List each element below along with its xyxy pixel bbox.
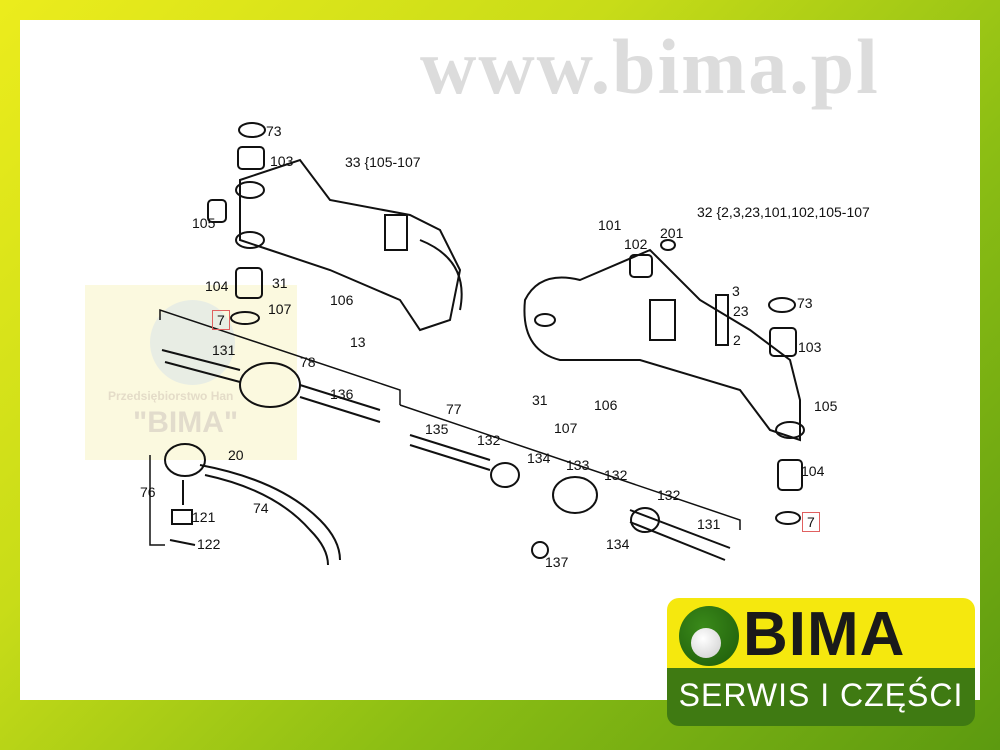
- part-label: 13: [350, 334, 366, 350]
- part-label: 107: [554, 420, 578, 436]
- part-label: 33 {105-107: [345, 154, 421, 170]
- part-label: 32 {2,3,23,101,102,105-107: [697, 204, 870, 220]
- part-label: 2: [733, 332, 741, 348]
- watermark-company-line: Przedsiębiorstwo Han: [108, 389, 234, 403]
- part-label: 104: [801, 463, 825, 479]
- logo-small-ball-icon: [691, 628, 721, 658]
- part-label: 101: [598, 217, 622, 233]
- part-label: 121: [192, 509, 216, 525]
- part-label: 201: [660, 225, 684, 241]
- watermark-logo-circle: [150, 300, 235, 385]
- part-label: 76: [140, 484, 156, 500]
- part-label: 31: [272, 275, 288, 291]
- bima-logo: BIMA SERWIS I CZĘŚCI: [667, 598, 975, 728]
- part-label: 105: [814, 398, 838, 414]
- left-axle-housing: [235, 158, 463, 332]
- right-axle-housing: [523, 248, 805, 442]
- part-label: 133: [566, 457, 590, 473]
- part-label: 107: [268, 301, 292, 317]
- part-label: 132: [604, 467, 628, 483]
- watermark-company-name: "BIMA": [133, 406, 239, 439]
- part-label: 131: [697, 516, 721, 532]
- part-label: 31: [532, 392, 548, 408]
- part-label: 103: [270, 153, 294, 169]
- part-label: 132: [477, 432, 501, 448]
- part-label: 73: [797, 295, 813, 311]
- part-label: 132: [657, 487, 681, 503]
- part-label: 3: [732, 283, 740, 299]
- part-label: 102: [624, 236, 648, 252]
- part-label: 104: [205, 278, 229, 294]
- watermark-url: www.bima.pl: [420, 23, 880, 110]
- part-label-highlighted: 7: [802, 512, 820, 532]
- part-label: 122: [197, 536, 221, 552]
- part-label: 106: [594, 397, 618, 413]
- part-label: 73: [266, 123, 282, 139]
- logo-bottom-band: [667, 668, 975, 726]
- part-label: 77: [446, 401, 462, 417]
- part-label: 23: [733, 303, 749, 319]
- part-label: 20: [228, 447, 244, 463]
- part-label: 135: [425, 421, 449, 437]
- part-label: 134: [606, 536, 630, 552]
- part-label: 131: [212, 342, 236, 358]
- part-label: 136: [330, 386, 354, 402]
- part-label: 105: [192, 215, 216, 231]
- part-label: 74: [253, 500, 269, 516]
- part-label: 78: [300, 354, 316, 370]
- logo-name: BIMA: [743, 600, 906, 669]
- part-label: 137: [545, 554, 569, 570]
- part-label: 134: [527, 450, 551, 466]
- part-label-highlighted: 7: [212, 310, 230, 330]
- part-label: 103: [798, 339, 822, 355]
- logo-tagline: SERWIS I CZĘŚCI: [678, 677, 964, 713]
- part-label: 106: [330, 292, 354, 308]
